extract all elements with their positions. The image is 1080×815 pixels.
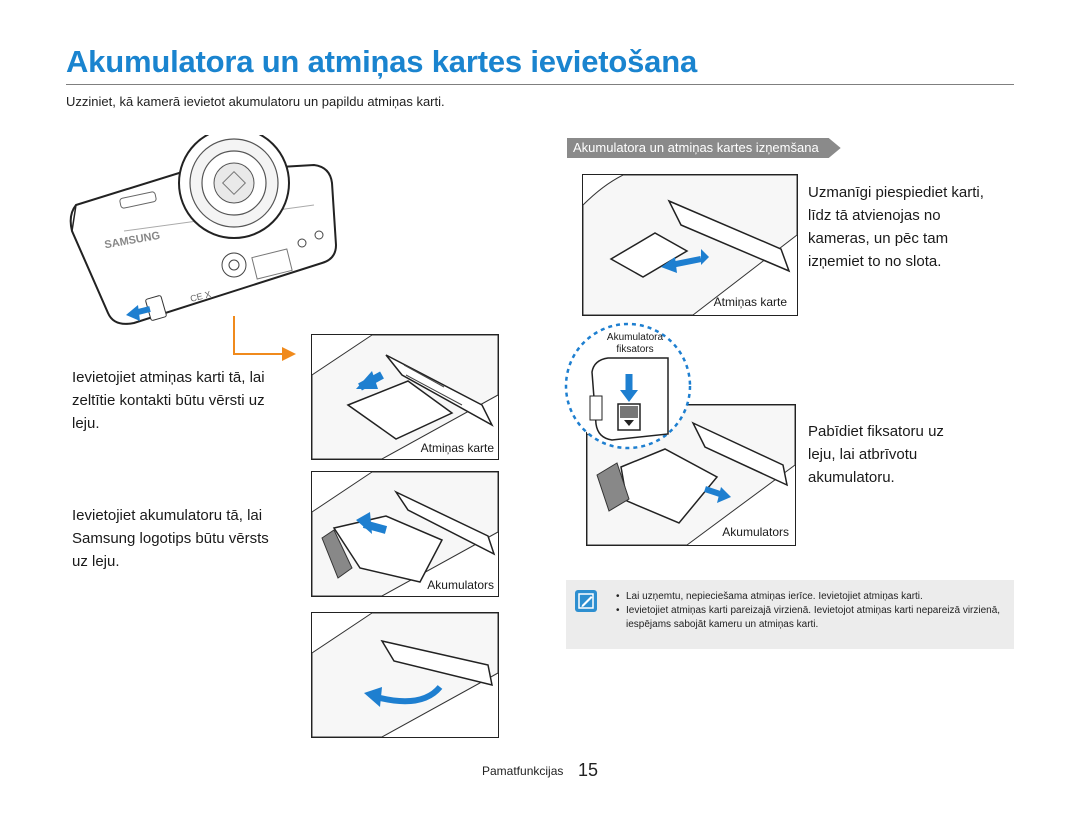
insert-battery-figure: Akumulators (311, 471, 499, 597)
page-subtitle: Uzziniet, kā kamerā ievietot akumulatoru… (66, 94, 445, 109)
remove-card-text: Uzmanīgi piespiediet karti, līdz tā atvi… (808, 184, 984, 270)
camera-illustration: SAMSUNG CE X (69, 135, 338, 325)
svg-text:CE X: CE X (189, 289, 212, 304)
note-list: Lai uzņemtu, nepieciešama atmiņas ierīce… (616, 590, 1008, 632)
close-cover-figure (311, 612, 499, 738)
note-item: Ievietojiet atmiņas karti pareizajā virz… (616, 604, 1008, 632)
insert-card-caption: Atmiņas karte (420, 441, 494, 455)
remove-card-figure: Atmiņas karte (582, 174, 798, 316)
page-number: 15 (578, 760, 599, 780)
section-title-removal: Akumulatora un atmiņas kartes izņemšana (567, 138, 841, 158)
note-item: Lai uzņemtu, nepieciešama atmiņas ierīce… (616, 590, 1008, 604)
insert-battery-caption: Akumulators (427, 578, 494, 592)
footer-section: Pamatfunkcijas (482, 764, 564, 778)
insert-battery-text: Ievietojiet akumulatoru tā, lai Samsung … (72, 507, 269, 570)
note-pencil-icon (575, 590, 597, 612)
remove-battery-caption: Akumulators (722, 525, 789, 539)
flow-arrow (233, 316, 296, 361)
remove-battery-text: Pabīdiet fiksatoru uz leju, lai atbrīvot… (808, 423, 944, 486)
battery-lock-label: Akumulatora fiksators (606, 332, 664, 355)
insert-card-figure: Atmiņas karte (311, 334, 499, 460)
remove-card-caption: Atmiņas karte (713, 295, 787, 309)
title-divider (66, 84, 1014, 85)
page-title: Akumulatora un atmiņas kartes ievietošan… (66, 44, 697, 79)
insert-card-text: Ievietojiet atmiņas karti tā, lai zeltīt… (72, 369, 265, 432)
battery-lock-zoom (564, 322, 692, 450)
